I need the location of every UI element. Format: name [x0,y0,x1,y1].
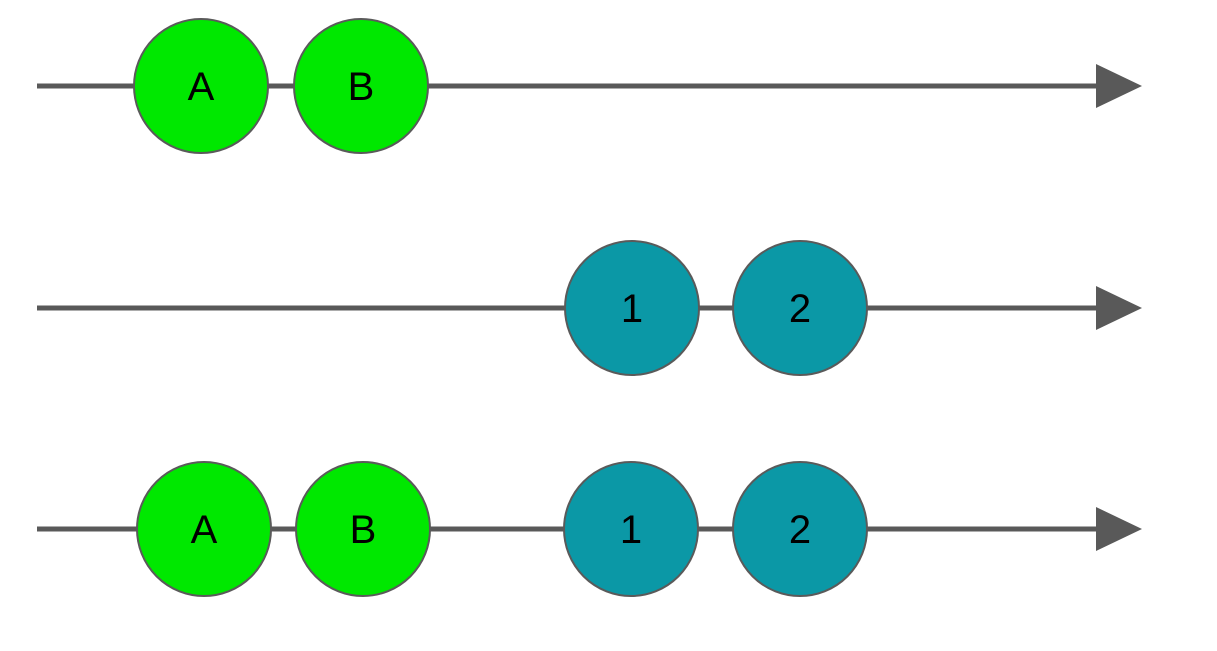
node-circle[interactable] [133,18,269,154]
axis-line-segment [867,305,1096,311]
node-2[interactable]: 2 [732,461,868,597]
node-circle[interactable] [136,461,272,597]
node-a[interactable]: A [133,18,269,154]
node-b[interactable]: B [295,461,431,597]
axis-arrowhead-icon [1096,286,1142,330]
node-circle[interactable] [564,240,700,376]
axis-line-segment [867,526,1096,532]
node-1[interactable]: 1 [563,461,699,597]
axis-line-segment [271,526,296,532]
node-circle[interactable] [295,461,431,597]
axis-line-segment [698,526,733,532]
node-a[interactable]: A [136,461,272,597]
axis-line-segment [37,83,134,89]
axis-arrowhead-icon [1096,64,1142,108]
node-1[interactable]: 1 [564,240,700,376]
axis-line-segment [428,83,1096,89]
axis-line-segment [699,305,733,311]
node-circle[interactable] [293,18,429,154]
node-circle[interactable] [732,461,868,597]
node-2[interactable]: 2 [732,240,868,376]
axis-line-segment [430,526,564,532]
axis-arrowhead-icon [1096,507,1142,551]
node-b[interactable]: B [293,18,429,154]
axis-line-segment [37,526,137,532]
axis-line-segment [37,305,565,311]
node-circle[interactable] [563,461,699,597]
node-circle[interactable] [732,240,868,376]
axis-line-segment [268,83,294,89]
